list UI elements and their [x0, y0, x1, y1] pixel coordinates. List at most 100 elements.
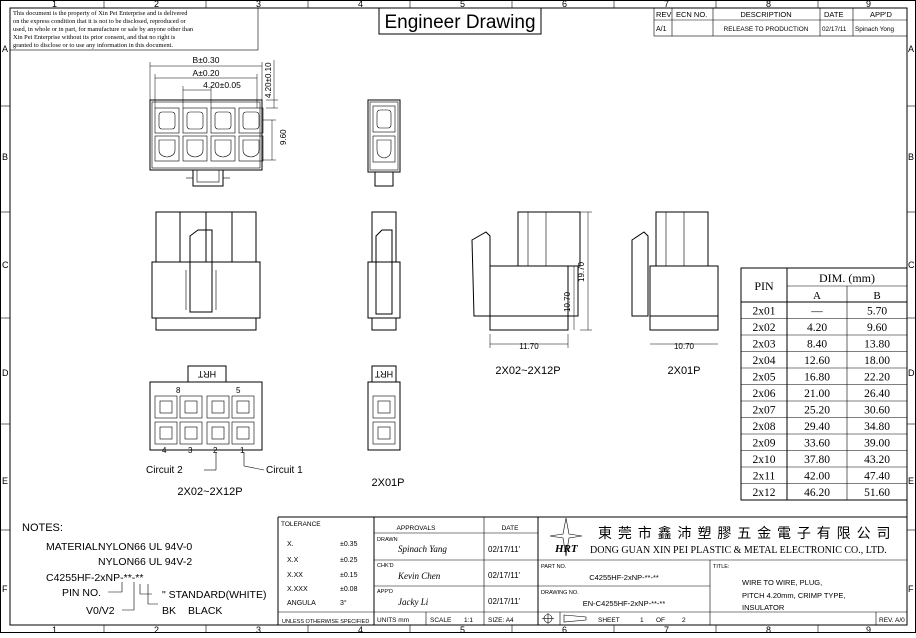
dim-column-header: DIM. (mm)	[819, 271, 875, 285]
table-cell-a: 8.40	[807, 339, 827, 351]
scale-value: 1:1	[464, 617, 473, 624]
table-cell-b: 13.80	[864, 339, 890, 351]
table-cell-b: 18.00	[864, 355, 890, 367]
sheet-number: 1	[640, 617, 644, 624]
table-cell-b: 26.40	[864, 388, 890, 400]
notice-line-3: used, in whole or in part, for manufactu…	[13, 26, 194, 33]
profile-view-multi	[471, 211, 592, 348]
dim-1070-label: 10.70	[563, 291, 572, 312]
description-value: RELEASE TO PRODUCTION	[724, 26, 809, 33]
company-logo-icon	[549, 517, 583, 557]
rear-view-multi	[149, 365, 265, 471]
date-value: 02/17/11	[822, 26, 847, 33]
appd-date: 02/17/11'	[488, 597, 521, 606]
table-cell-pin: 2x06	[753, 388, 776, 400]
table-cell-b: 22.20	[864, 372, 890, 384]
table-cell-b: 5.70	[867, 306, 887, 318]
tolerance-header: TOLERANCE	[281, 521, 321, 528]
table-cell-b: 43.20	[864, 454, 890, 466]
table-cell-pin: 2x02	[753, 322, 776, 334]
table-cell-pin: 2x09	[753, 438, 776, 450]
appd-name: Jacky Li	[398, 597, 429, 607]
zone-row-B: B	[2, 152, 8, 162]
tol-angula-value: 3°	[340, 599, 347, 607]
chkd-date: 02/17/11'	[488, 571, 521, 580]
bk-label: BK	[162, 605, 176, 617]
table-cell-pin: 2x04	[753, 355, 776, 367]
tol-x: X.	[287, 541, 294, 548]
zone-col-3-bottom: 3	[256, 625, 261, 633]
zone-row-A: A	[2, 44, 8, 54]
table-cell-pin: 2x11	[753, 471, 776, 483]
zone-row-D: D	[2, 368, 9, 378]
drawn-date: 02/17/11'	[488, 545, 521, 554]
table-cell-pin: 2x03	[753, 339, 776, 351]
zone-col-4-bottom: 4	[358, 625, 363, 633]
sheet-total: 2	[682, 617, 686, 624]
tol-xxxx-value: ±0.08	[340, 586, 358, 593]
rear-logo-text: HRT	[197, 369, 216, 379]
table-cell-a: 4.20	[807, 322, 827, 334]
multi-bottom-caption: 2X02~2X12P	[177, 486, 242, 498]
title-box	[378, 7, 542, 35]
confidentiality-notice: This document is the property of Xin Pei…	[9, 7, 259, 51]
tol-x-value: ±0.35	[340, 541, 358, 548]
table-cell-a: 12.60	[804, 355, 830, 367]
table-cell-pin: 2x10	[753, 454, 776, 466]
drawing-no-value: EN-C4255HF-2xNP-**-**	[583, 599, 666, 608]
dim-b-label: B±0.30	[193, 55, 220, 65]
zone-col-7: 7	[664, 0, 669, 9]
table-cell-pin: 2x05	[753, 372, 776, 384]
table-cell-a: 33.60	[804, 438, 830, 450]
revision-block: REV ECN NO. DESCRIPTION DATE APP'D A/1 R…	[653, 7, 908, 37]
table-cell-b: 9.60	[867, 322, 887, 334]
table-cell-pin: 2x08	[753, 421, 776, 433]
rev-header: REV	[656, 10, 671, 19]
zone-col-7-bottom: 7	[664, 625, 669, 633]
approvals-header: APPROVALS	[397, 525, 437, 532]
tol-xxxx: X.XXX	[287, 586, 308, 593]
profile-view-single	[631, 211, 719, 345]
notes-section: NOTES: MATERIAL: NYLON66 UL 94V-0 NYLON6…	[22, 522, 266, 617]
table-cell-pin: 2x07	[753, 405, 776, 417]
single-side-caption: 2X01P	[667, 365, 700, 377]
zone-col-6: 6	[562, 0, 567, 9]
ecn-header: ECN NO.	[676, 10, 707, 19]
dim-pitch-label: 4.20±0.05	[203, 80, 241, 90]
units-label: UNITS mm	[377, 617, 409, 624]
table-cell-a: 42.00	[804, 471, 830, 483]
dim-960-label: 9.60	[279, 129, 288, 145]
zone-row-A-right: A	[908, 44, 914, 54]
zone-col-9: 9	[866, 0, 871, 9]
page-title: Engineer Drawing	[384, 12, 535, 33]
zone-col-5-bottom: 5	[460, 625, 465, 633]
circuit-2-label: Circuit 2	[146, 465, 183, 476]
title-rev: REV. A/0	[879, 617, 905, 624]
zone-col-9-bottom: 9	[866, 625, 871, 633]
company-en-name: DONG GUAN XIN PEI PLASTIC & METAL ELECTR…	[590, 545, 887, 556]
title-line-3: INSULATOR	[742, 603, 785, 612]
table-cell-a: 37.80	[804, 454, 830, 466]
approvals-date-header: DATE	[502, 525, 520, 532]
side-view-multi	[151, 211, 261, 331]
b-column-header: B	[873, 290, 880, 302]
table-cell-pin: 2x12	[753, 487, 776, 499]
dim-height-top-label: 4.20±0.10	[264, 62, 273, 98]
zone-col-5: 5	[460, 0, 465, 9]
zone-col-4: 4	[358, 0, 363, 9]
description-header: DESCRIPTION	[740, 10, 791, 19]
pin-1-label: 1	[240, 446, 245, 455]
notice-line-2: on the express condition that it is not …	[13, 18, 187, 25]
single-bottom-caption: 2X01P	[371, 477, 404, 489]
tol-xxx: X.XX	[287, 572, 303, 579]
zone-row-B-right: B	[908, 152, 914, 162]
tol-xxx-value: ±0.15	[340, 572, 358, 579]
pin-2-label: 2	[213, 446, 218, 455]
zone-row-C-right: C	[908, 260, 915, 270]
zone-col-8: 8	[766, 0, 771, 9]
dim-1970-label: 19.70	[577, 261, 586, 282]
zone-col-1: 1	[52, 0, 57, 9]
part-no-value: C4255HF-2xNP-**-**	[589, 573, 659, 582]
